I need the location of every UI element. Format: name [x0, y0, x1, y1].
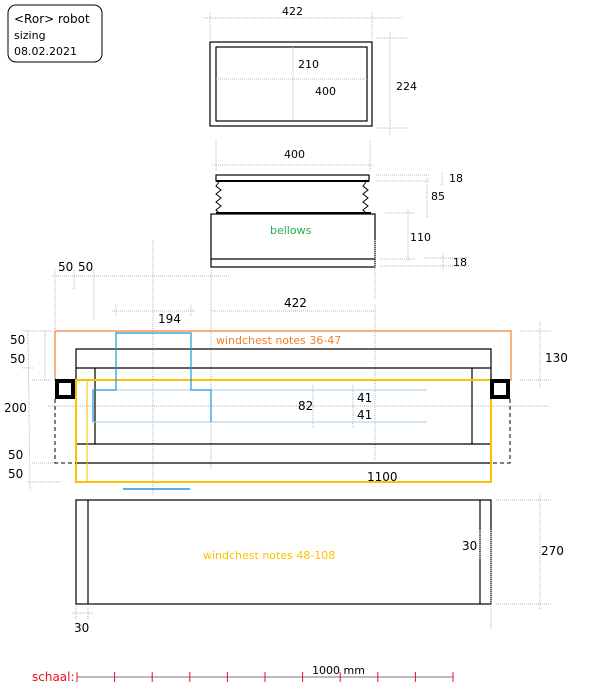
dim-50-b: 50	[78, 260, 93, 274]
dim-85: 85	[431, 190, 445, 203]
dim-30-bottom: 30	[74, 621, 89, 635]
dim-41-a: 41	[357, 391, 372, 405]
dim-18-top: 18	[449, 172, 463, 185]
dim-194: 194	[158, 312, 181, 326]
bellows-label: bellows	[270, 224, 312, 237]
scale-length-label: 1000 mm	[312, 664, 365, 677]
dim-210: 210	[298, 58, 319, 71]
right-post	[490, 379, 510, 399]
title-date: 08.02.2021	[14, 45, 77, 58]
dim-41-b: 41	[357, 408, 372, 422]
dim-110: 110	[410, 231, 431, 244]
bellows: 400 bellows 18 85 110 18	[210, 140, 470, 270]
title-block	[7, 4, 103, 63]
dim-422-main: 422	[284, 296, 307, 310]
windchest-lower: windchest notes 48-108 30 270 30	[72, 494, 564, 635]
dim-422-top: 422	[282, 5, 303, 18]
dim-130: 130	[545, 351, 568, 365]
left-post	[55, 379, 75, 399]
windchest-upper-label: windchest notes 36-47	[216, 334, 341, 347]
windchest-assembly: windchest notes 36-47 50 50 194 422 50 5…	[4, 240, 568, 495]
top-box: 210 400 422 224	[203, 5, 417, 136]
title-line1: <Ror> robot	[14, 12, 90, 26]
dim-left-50-b: 50	[10, 352, 25, 366]
dim-224: 224	[396, 80, 417, 93]
windchest-lower-frame	[75, 379, 492, 483]
dim-18-bottom: 18	[453, 256, 467, 269]
dim-30-right: 30	[462, 539, 477, 553]
windchest-lower-label: windchest notes 48-108	[203, 549, 335, 562]
dim-left-50-c: 50	[8, 448, 23, 462]
dim-left-50-a: 50	[10, 333, 25, 347]
title-line2: sizing	[14, 29, 46, 42]
dim-200: 200	[4, 401, 27, 415]
dim-left-50-d: 50	[8, 467, 23, 481]
dim-400-top: 400	[315, 85, 336, 98]
dim-50-a: 50	[58, 260, 73, 274]
scale-label: schaal:	[32, 670, 75, 684]
dim-1100: 1100	[367, 470, 398, 484]
dim-82: 82	[298, 399, 313, 413]
dim-270: 270	[541, 544, 564, 558]
dim-400-bellows: 400	[284, 148, 305, 161]
scale-bar: schaal: 1000 mm	[32, 664, 454, 684]
